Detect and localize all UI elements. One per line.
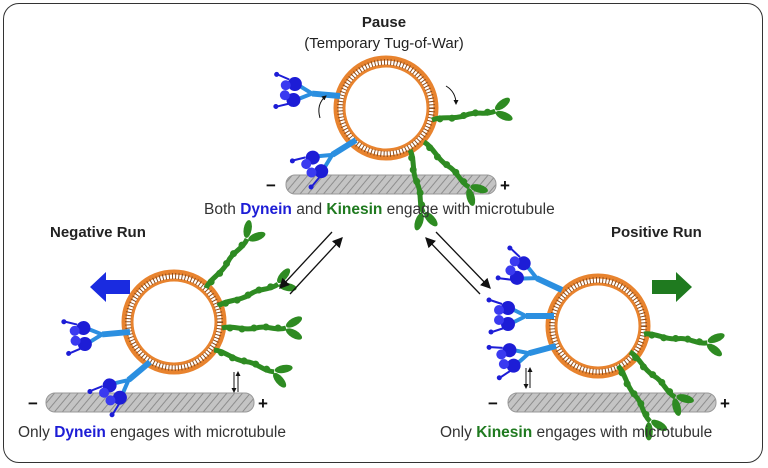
kinesin-label: Kinesin [476,424,533,441]
pause-title: Pause [361,14,407,31]
caption-dynein-only: Only Dynein engages with microtubule [18,424,286,442]
kinesin-negative-1 [195,216,269,297]
arrow-right-icon [652,272,692,302]
kinesin-positive-3 [642,320,727,359]
negative-run-title: Negative Run [50,224,146,241]
arrow-left-icon [90,272,130,302]
kinesin-pause-1 [430,95,515,134]
kinesin-negative-4 [209,337,295,391]
positive-run-title: Positive Run [611,224,702,241]
kinesin-negative-2 [213,265,299,319]
arrow-pause-to-positive [435,231,491,289]
kinesin-label: Kinesin [326,201,383,218]
diagram-frame [3,3,763,463]
positive-run-panel: − + [486,245,730,444]
dynein-positive-2 [487,298,555,335]
minus-end-positive: − [488,394,498,413]
dynein-pause-1 [271,72,341,115]
kinesin-negative-3 [222,314,304,342]
dynein-label: Dynein [240,201,292,218]
kinesin-pause-3 [414,132,492,210]
pause-panel: − + [266,58,515,233]
arrow-positive-to-pause [425,237,481,295]
caption-both-engage: Both Dynein and Kinesin engage with micr… [204,201,555,219]
minus-end-negative: − [28,394,38,413]
caption-text: engages with microtubule [532,424,713,441]
transition-arrows [279,231,491,295]
caption-kinesin-only: Only Kinesin engages with microtubule [440,424,712,442]
caption-text: engages with microtubule [105,424,286,441]
microtubule-negative [45,392,255,413]
dynein-negative-1 [61,314,131,357]
caption-text: Both [204,201,241,218]
negative-run-panel: − + [28,216,304,419]
arrow-pause-to-negative [279,231,333,289]
caption-text: engage with microtubule [382,201,555,218]
caption-text: and [291,201,327,218]
plus-end-negative: + [258,394,268,413]
microtubule-positive [507,392,717,413]
minus-end-pause: − [266,176,276,195]
pause-subtitle: (Temporary Tug-of-War) [304,35,464,52]
dynein-label: Dynein [54,424,106,441]
plus-end-pause: + [500,176,510,195]
vesicle-positive [548,276,648,376]
caption-text: Only [440,424,477,441]
caption-text: Only [18,424,55,441]
arrow-negative-to-pause [289,237,343,295]
microtubule-pause [285,174,497,195]
plus-end-positive: + [720,394,730,413]
